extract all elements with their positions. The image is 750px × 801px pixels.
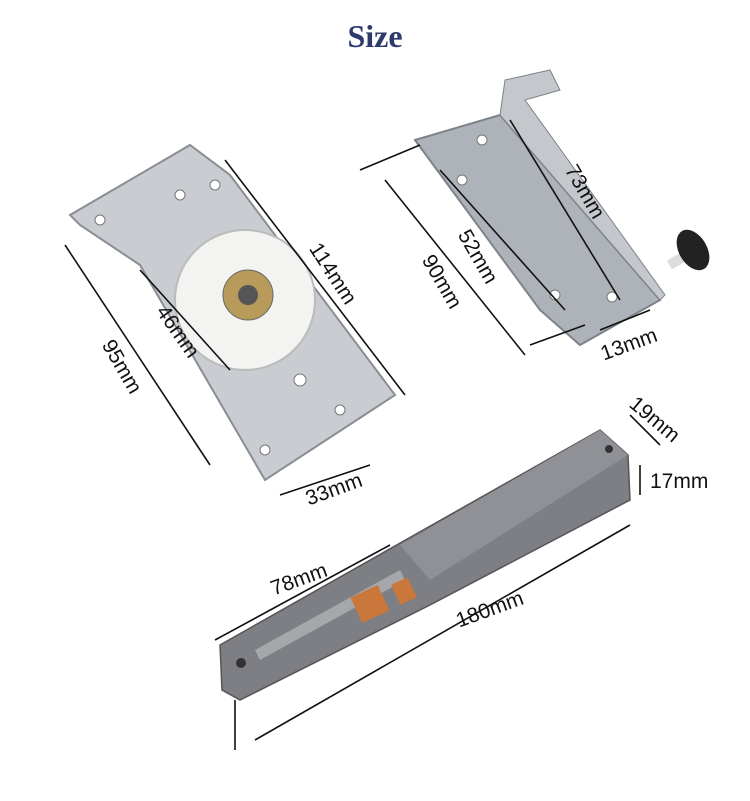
roller-bracket	[68, 143, 397, 482]
guide-bracket	[413, 69, 710, 347]
page-title: Size	[347, 18, 403, 54]
soft-close-damper	[219, 429, 631, 701]
dimension-lines	[64, 119, 661, 750]
dimension-17mm: 17mm	[650, 470, 709, 493]
